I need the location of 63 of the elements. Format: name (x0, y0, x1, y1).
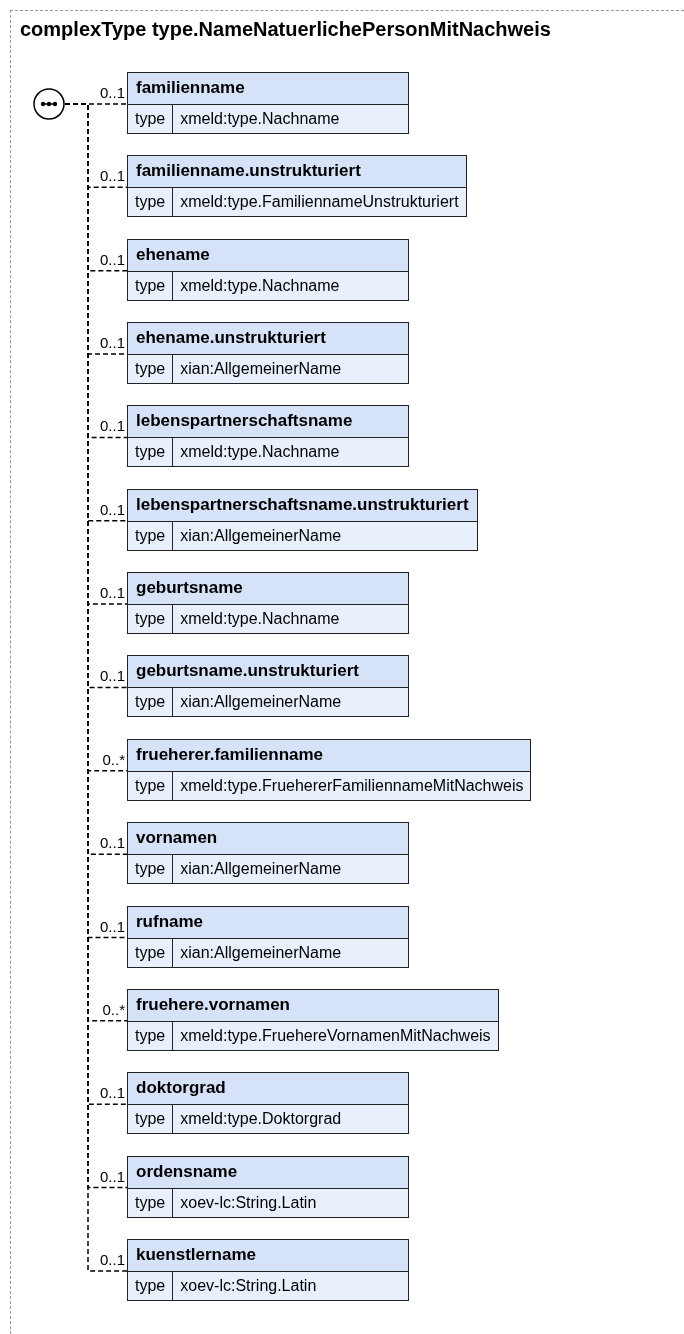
type-name: xian:AllgemeinerName (179, 692, 343, 713)
attribute-label: type (128, 521, 174, 550)
attribute-label: type (128, 688, 174, 717)
cardinality-label: 0..1 (98, 85, 126, 101)
element-name: doktorgrad (128, 1073, 408, 1106)
attribute-label: type (128, 1021, 174, 1050)
sequence-compositor-icon (33, 88, 65, 120)
type-name: xmeld:type.FamiliennameUnstrukturiert (179, 192, 460, 213)
diagram-title: complexType type.NameNatuerlichePersonMitNachweis (20, 18, 551, 41)
attribute-label: type (128, 938, 174, 967)
type-name: xian:AllgemeinerName (179, 942, 343, 963)
element-name: geburtsname (128, 573, 408, 606)
element-box (127, 738, 532, 801)
type-name: xmeld:type.Nachname (179, 609, 341, 630)
element-name: lebenspartnerschaftsname (128, 406, 408, 439)
type-name: xoev-lc:String.Latin (179, 1192, 318, 1213)
element-box (127, 238, 409, 301)
element-box (127, 655, 409, 718)
element-name: rufname (128, 906, 408, 939)
attribute-label: type (128, 1188, 174, 1217)
element-box (127, 1238, 409, 1301)
element-box (127, 155, 467, 218)
type-name: xmeld:type.Nachname (179, 442, 341, 463)
element-box (127, 405, 409, 468)
element-name: kuenstlername (128, 1239, 408, 1272)
attribute-label: type (128, 105, 174, 133)
element-box (127, 322, 409, 385)
element-box (127, 822, 409, 885)
type-name: xian:AllgemeinerName (179, 859, 343, 880)
attribute-label: type (128, 355, 174, 384)
element-box (127, 905, 409, 968)
type-name: xian:AllgemeinerName (179, 525, 343, 546)
attribute-label: type (128, 188, 174, 217)
element-name: fruehere.vornamen (128, 989, 498, 1022)
type-name: xmeld:type.FruehereVornamenMitNachweis (179, 1025, 492, 1046)
element-box (127, 1072, 409, 1135)
attribute-label: type (128, 605, 174, 634)
attribute-label: type (128, 438, 174, 467)
element-name: lebenspartnerschaftsname.unstrukturiert (128, 489, 477, 522)
type-name: xmeld:type.Nachname (179, 275, 341, 296)
element-name: geburtsname.unstrukturiert (128, 656, 408, 689)
type-name: xmeld:type.FruehererFamiliennameMitNachweis (179, 775, 525, 796)
element-box (127, 1155, 409, 1218)
type-name: xmeld:type.Doktorgrad (179, 1109, 343, 1130)
type-name: xoev-lc:String.Latin (179, 1275, 318, 1296)
type-name: xmeld:type.Nachname (179, 109, 341, 129)
element-box (127, 488, 478, 551)
element-name: familienname.unstrukturiert (128, 156, 466, 189)
attribute-label: type (128, 771, 174, 800)
element-name: ehename.unstrukturiert (128, 323, 408, 356)
element-name: familienname (128, 73, 408, 105)
element-name: ordensname (128, 1156, 408, 1189)
type-name: xian:AllgemeinerName (179, 359, 343, 380)
attribute-label: type (128, 271, 174, 300)
element-box (127, 72, 409, 134)
attribute-label: type (128, 1271, 174, 1300)
element-name: frueherer.familienname (128, 739, 531, 772)
element-box (127, 988, 499, 1051)
attribute-label: type (128, 1105, 174, 1134)
element-name: vornamen (128, 823, 408, 856)
attribute-label: type (128, 855, 174, 884)
element-box (127, 572, 409, 635)
element-name: ehename (128, 239, 408, 272)
